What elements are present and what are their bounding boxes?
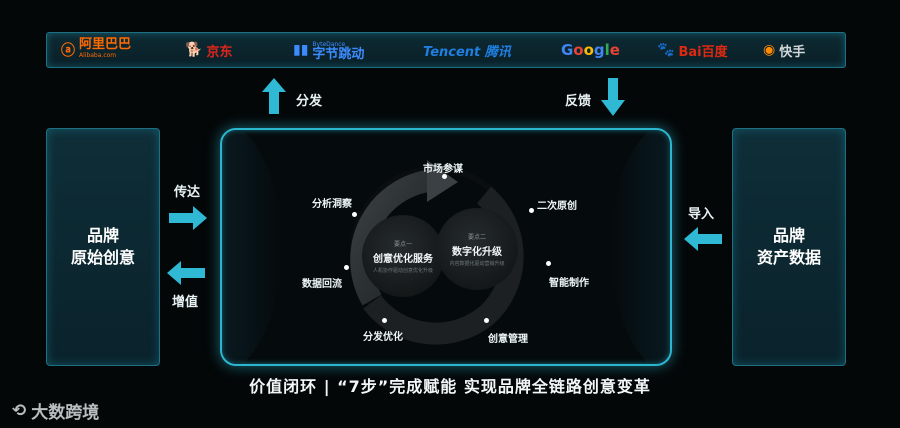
- digital-upgrade-circle: 要点二 数字化升级 内容数据化驱动营销升级: [436, 208, 518, 290]
- step-dot: [546, 261, 551, 266]
- convey-label: 传达: [174, 185, 201, 200]
- step-distribution-optimization: 分发优化: [363, 332, 403, 343]
- step-dot: [382, 318, 387, 323]
- kuaishou-logo: ◉ 快手: [763, 42, 806, 60]
- feedback-label: 反馈: [565, 94, 592, 109]
- distribute-label: 分发: [296, 94, 323, 109]
- partner-logo-bar: ⓐ 阿里巴巴 Alibaba.com 🐕 京东 ▮▮ ByteDance 字节跳…: [46, 32, 846, 68]
- jd-logo: 🐕 京东: [185, 42, 233, 60]
- kuaishou-logo-icon: ◉: [763, 42, 776, 58]
- step-dot: [442, 174, 447, 179]
- jd-dog-logo-icon: 🐕: [185, 42, 203, 58]
- step-data-reflow: 数据回流: [302, 279, 342, 290]
- import-left-arrow-icon: [684, 227, 722, 251]
- bytedance-logo: ▮▮ ByteDance 字节跳动: [293, 41, 365, 62]
- step-secondary-original: 二次原创: [537, 201, 577, 212]
- tencent-logo: Tencent 腾讯: [423, 44, 511, 60]
- step-analysis-insight: 分析洞察: [312, 199, 352, 210]
- brand-original-creative-box: 品牌 原始创意: [46, 128, 160, 366]
- appreciate-left-arrow-icon: [167, 261, 205, 285]
- distribute-up-arrow-icon: [262, 78, 286, 114]
- left-box-line2: 原始创意: [70, 248, 135, 267]
- alibaba-logo: ⓐ 阿里巴巴 Alibaba.com: [61, 37, 132, 59]
- step-dot: [484, 318, 489, 323]
- google-logo: Google: [561, 41, 620, 59]
- watermark: ⟲ 大数跨境: [12, 400, 100, 424]
- convey-right-arrow-icon: [169, 206, 207, 230]
- feedback-down-arrow-icon: [601, 78, 625, 116]
- step-dot: [344, 265, 349, 270]
- creative-optimization-service-circle: 要点一 创意优化服务 人机协作驱动创意优化升级: [362, 215, 444, 297]
- brand-asset-data-box: 品牌 资产数据: [732, 128, 846, 366]
- cycle-ring-graphic: [222, 130, 670, 364]
- step-smart-production: 智能制作: [549, 278, 589, 289]
- step-creative-management: 创意管理: [488, 334, 528, 345]
- bytedance-logo-icon: ▮▮: [293, 42, 309, 58]
- right-box-line1: 品牌: [772, 226, 805, 245]
- value-loop-slogan: 价值闭环 | “7步”完成赋能 实现品牌全链路创意变革: [249, 377, 651, 396]
- alibaba-logo-icon: ⓐ: [61, 43, 75, 59]
- import-label: 导入: [688, 207, 715, 222]
- step-market-advisor: 市场参谋: [423, 164, 463, 175]
- baidu-paw-logo-icon: 🐾: [657, 42, 675, 58]
- seven-step-cycle-panel: 要点一 创意优化服务 人机协作驱动创意优化升级 要点二 数字化升级 内容数据化驱…: [220, 128, 672, 366]
- step-dot: [529, 208, 534, 213]
- right-box-line2: 资产数据: [756, 248, 821, 267]
- watermark-logo-icon: ⟲: [12, 400, 27, 421]
- appreciate-label: 增值: [172, 295, 199, 310]
- baidu-logo: 🐾 Bai百度: [657, 42, 728, 60]
- step-dot: [352, 212, 357, 217]
- left-box-line1: 品牌: [86, 226, 119, 245]
